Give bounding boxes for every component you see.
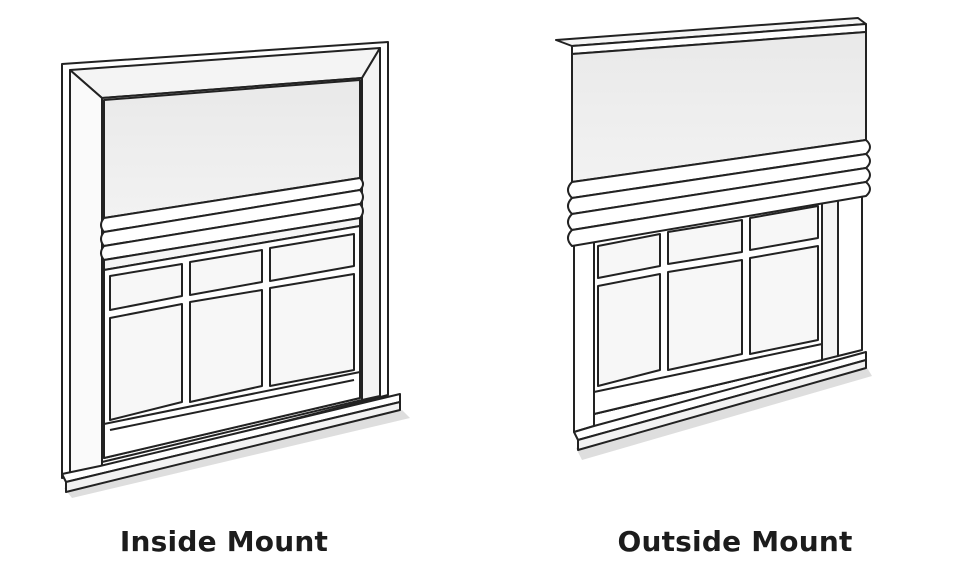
outside-mount-window — [555, 17, 872, 460]
inside-mount-window — [61, 41, 410, 498]
inside-mount-pane-top-2 — [189, 249, 263, 296]
outside-mount-sill-top — [573, 351, 867, 441]
inside-mount-sash-rail-line — [109, 379, 355, 431]
inside-mount-sill-front — [65, 401, 401, 493]
inside-mount-pane-top-1 — [109, 263, 183, 311]
outside-mount-sill-front — [577, 359, 867, 451]
outside-mount-caption: Outside Mount — [617, 525, 853, 558]
outside-mount-pane-top-3 — [749, 205, 819, 251]
inside-mount-pane-bottom-2 — [189, 289, 263, 403]
inside-mount-caption: Inside Mount — [119, 525, 329, 558]
outside-mount-left-jamb — [573, 239, 595, 433]
outside-mount-shadow — [576, 366, 872, 460]
outside-mount-right-jamb — [837, 191, 863, 357]
outside-mount-pane-bottom-1 — [597, 273, 661, 387]
outside-mount-pane-top-2 — [667, 219, 743, 265]
inside-mount-left-bevel — [69, 69, 103, 477]
inside-mount-pane-bottom-3 — [269, 273, 355, 387]
outside-mount-pane-bottom-2 — [667, 259, 743, 371]
inside-mount-pane-top-3 — [269, 233, 355, 282]
outside-mount-pane-bottom-3 — [749, 245, 819, 355]
inside-mount-right-bevel — [361, 47, 381, 401]
outside-mount-sash-bottom-rail — [593, 343, 823, 415]
outside-mount-right-jamb-inner — [821, 195, 839, 361]
outside-mount-pane-top-1 — [597, 233, 661, 279]
outside-mount-shade-fold-4 — [567, 181, 871, 247]
inside-mount-pane-bottom-1 — [109, 303, 183, 421]
inside-mount-shadow — [64, 410, 410, 498]
inside-mount-sill-top — [61, 393, 401, 483]
inside-mount-sash-bottom-rail — [103, 371, 361, 459]
